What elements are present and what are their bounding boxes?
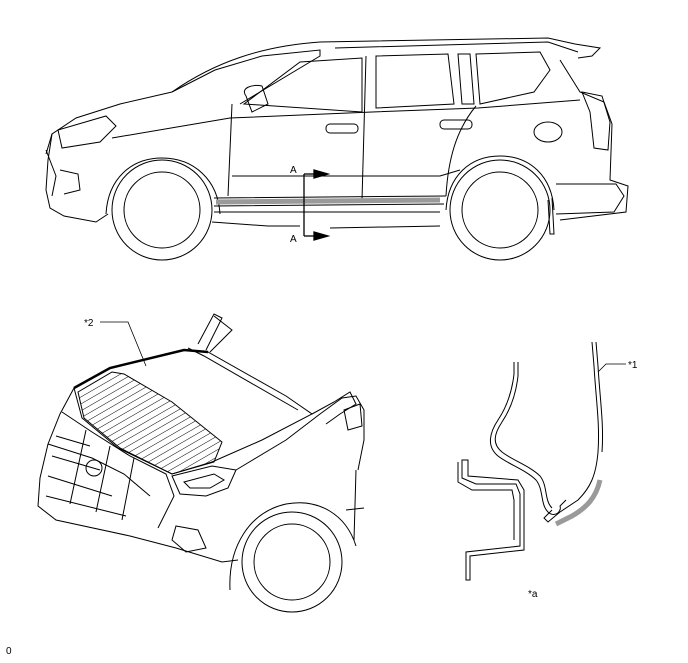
rear-body: [559, 59, 629, 221]
front-fender-arch: [105, 157, 221, 215]
rear-door-window: [375, 53, 455, 109]
grille-emblem: [85, 459, 103, 477]
footer-code: 0: [6, 646, 12, 657]
front-door-edge: [227, 103, 233, 197]
front-fascia: [45, 133, 109, 223]
underbody: [211, 221, 441, 229]
tail-lamp: [581, 91, 611, 151]
rear-wheel-outer: [449, 159, 551, 261]
rear-window: [475, 51, 551, 105]
cowl-line: [311, 391, 357, 425]
hood-protector-strip: [73, 348, 209, 390]
door-divider: [361, 55, 367, 201]
fog-lamp-housing: [171, 525, 207, 553]
wheel-arch: [229, 502, 357, 591]
front-bumper-outline: [37, 387, 239, 563]
front-door-handle: [325, 123, 359, 134]
front-door-window: [242, 57, 363, 113]
hood-line: [45, 91, 173, 155]
rocker-panel: [213, 195, 447, 213]
rear-bumper: [555, 183, 625, 215]
rear-wheel-inner: [461, 171, 539, 249]
leader-line-2: [100, 321, 147, 367]
headlamp-detail: [171, 465, 237, 497]
fender-vent: [343, 403, 363, 431]
section-molding-highlight: [554, 479, 603, 527]
mud-flap: [547, 197, 555, 235]
fuel-lid: [533, 121, 563, 143]
hood-view-wheel-inner: [253, 523, 331, 601]
beltline: [111, 99, 581, 139]
section-cut-marker: [303, 169, 331, 241]
front-wheel-outer: [111, 159, 213, 261]
hood-inner-edge: [187, 347, 299, 411]
leader-line-1: [597, 363, 626, 373]
callout-molding-part: *1: [628, 360, 638, 371]
rear-door-edge: [445, 105, 477, 197]
door-panel-section: [490, 362, 567, 515]
grille-slats: [45, 429, 135, 521]
rear-quarter-window: [457, 53, 475, 105]
side-mirror: [244, 85, 269, 113]
suv-side-view: [45, 37, 629, 261]
rocker-section: [457, 459, 525, 581]
body-character-line: [232, 169, 461, 177]
hood-hatched-area: [77, 371, 223, 475]
callout-hood-part: *2: [84, 318, 94, 329]
front-wheel-inner: [123, 171, 201, 249]
section-label-bottom: A: [290, 234, 297, 245]
front-grille: [45, 149, 81, 197]
a-pillar: [171, 49, 321, 105]
outer-panel-section: [543, 341, 604, 523]
front-fender: [235, 395, 365, 471]
rear-door-handle: [439, 119, 473, 130]
grille-frame: [47, 411, 175, 529]
headlamp-inner: [183, 473, 225, 489]
roof-outline: [171, 37, 602, 93]
windshield-pillar: [197, 313, 233, 353]
rear-fender-arch: [445, 155, 555, 211]
door-line: [345, 469, 365, 541]
callout-section-view: *a: [528, 589, 538, 600]
hood-view-wheel-outer: [241, 511, 343, 613]
rocker-molding-highlight: [215, 197, 441, 205]
section-a-view: [457, 341, 604, 581]
headlamp: [57, 115, 117, 149]
section-label-top: A: [290, 165, 297, 176]
roof-rail: [334, 41, 579, 53]
